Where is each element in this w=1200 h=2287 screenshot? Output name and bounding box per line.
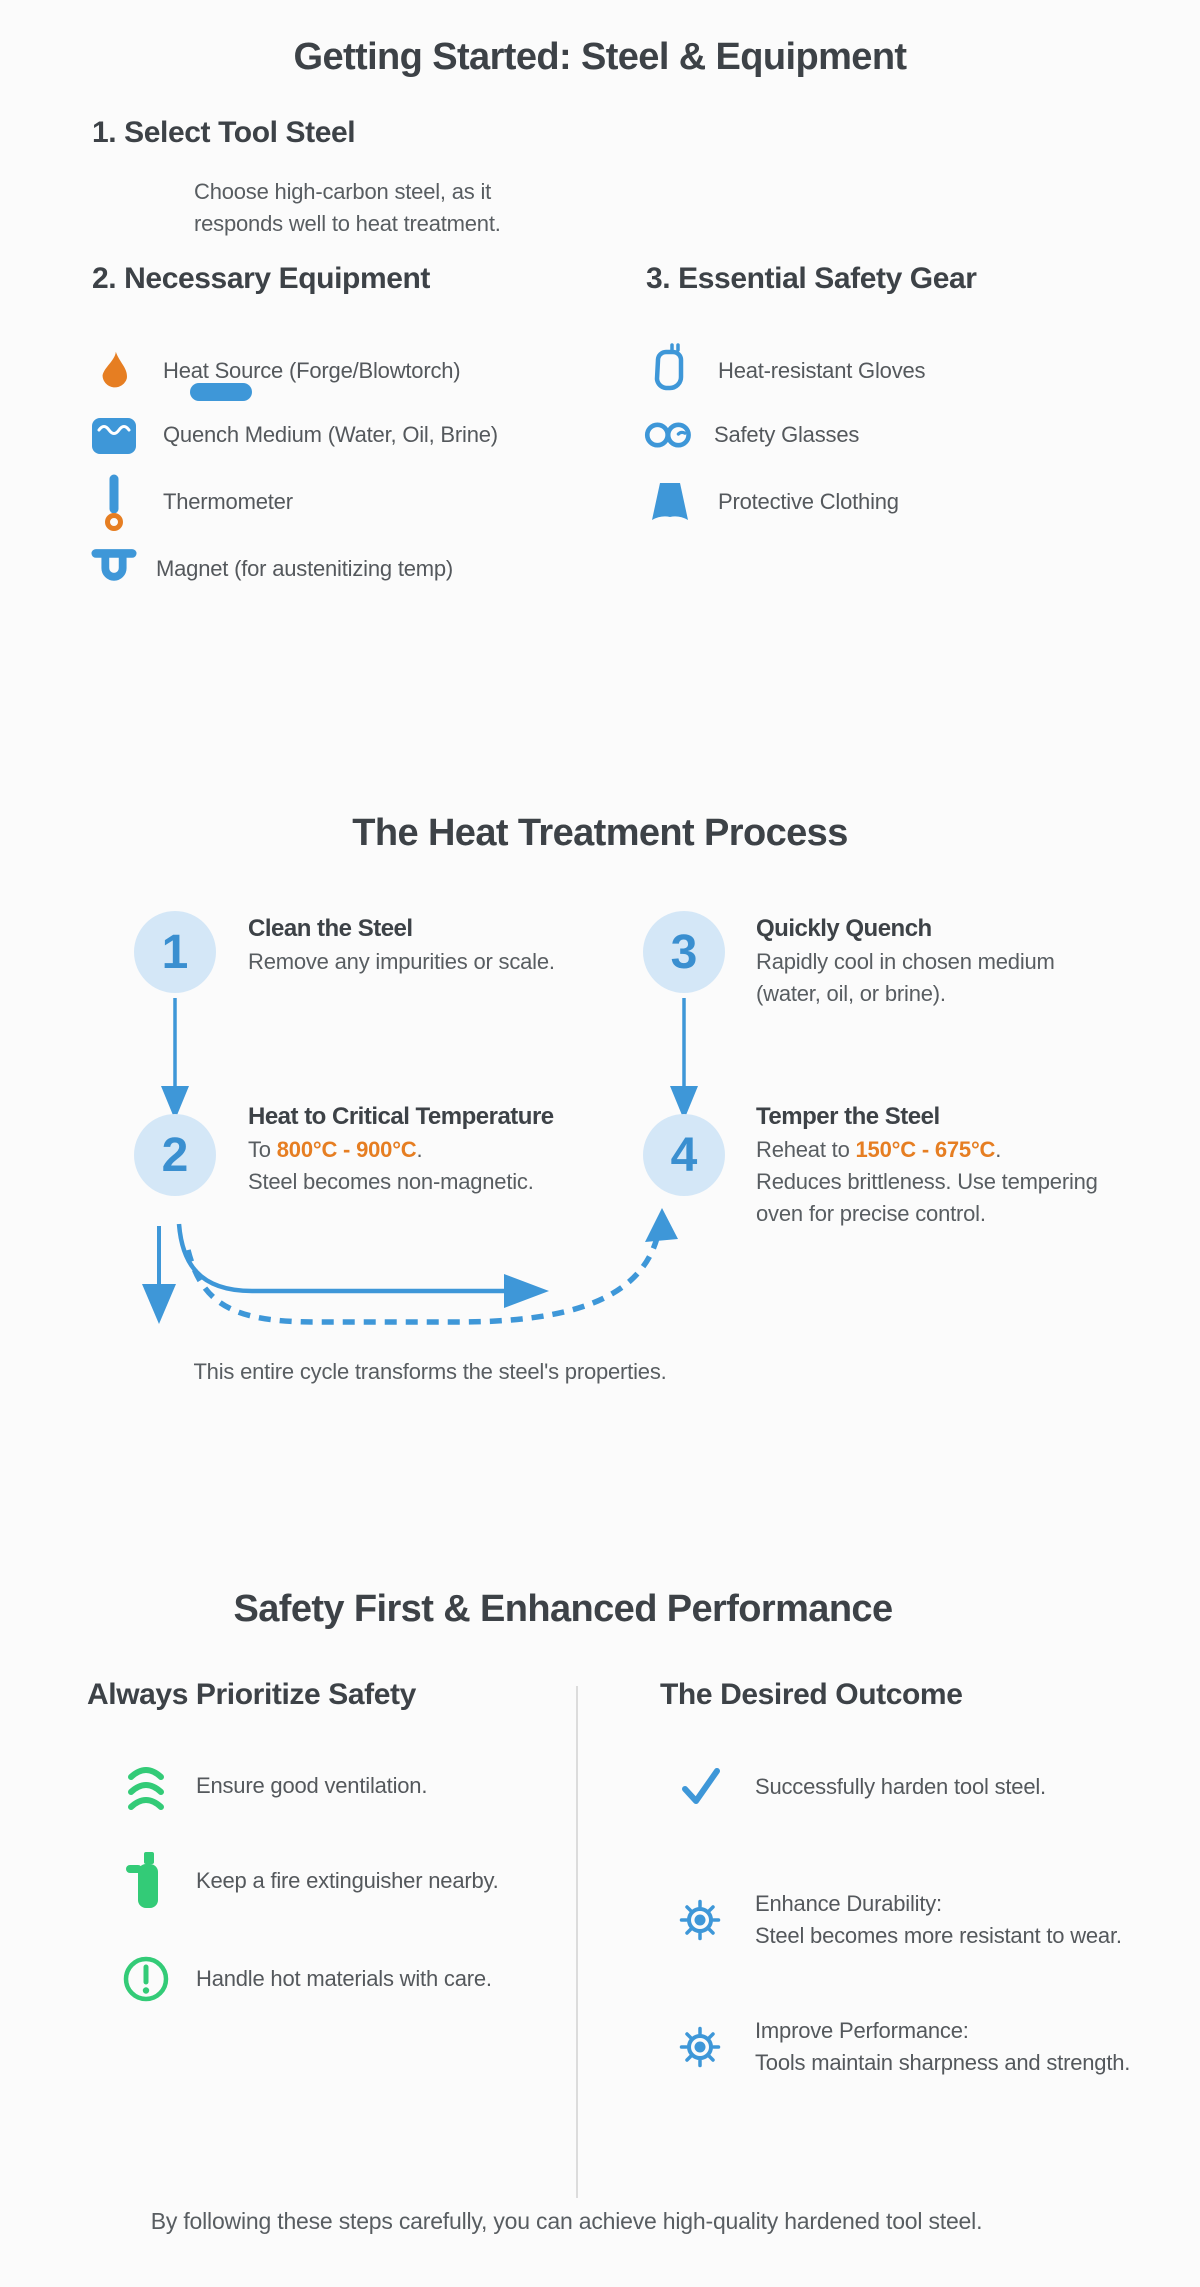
step-number: 4 bbox=[670, 1128, 698, 1182]
step-text-4: Temper the Steel Reheat to 150°C - 675°C… bbox=[756, 1100, 1098, 1230]
temp-range: 800°C - 900°C bbox=[276, 1137, 417, 1162]
target-icon bbox=[676, 1896, 724, 1944]
step-text-2: Heat to Critical Temperature To 800°C - … bbox=[248, 1100, 554, 1198]
step-title: Clean the Steel bbox=[248, 915, 413, 942]
safety-gear-row: Safety Glasses bbox=[644, 409, 859, 461]
outcome-label: Successfully harden tool steel. bbox=[755, 1774, 1046, 1799]
select-steel-line: Choose high-carbon steel, as it bbox=[194, 179, 492, 204]
magnet-icon bbox=[88, 544, 140, 594]
step-number: 2 bbox=[161, 1128, 189, 1182]
safety-gear-label: Heat-resistant Gloves bbox=[718, 358, 926, 383]
step-title: Quickly Quench bbox=[756, 915, 932, 942]
step-temp-line: Reheat to 150°C - 675°C. bbox=[756, 1137, 1002, 1162]
step-title: Heat to Critical Temperature bbox=[248, 1103, 554, 1130]
process-caption: This entire cycle transforms the steel's… bbox=[193, 1359, 667, 1384]
select-steel-heading: 1. Select Tool Steel bbox=[92, 116, 356, 149]
safety-gear-row: Heat-resistant Gloves bbox=[644, 342, 926, 400]
safety-tip-row: Ensure good ventilation. bbox=[120, 1760, 427, 1812]
outcome-line: Improve Performance: bbox=[755, 2018, 969, 2043]
safety-gear-label: Safety Glasses bbox=[714, 422, 860, 447]
equipment-row: Quench Medium (Water, Oil, Brine) bbox=[88, 409, 498, 461]
safety-tip-row: Keep a fire extinguisher nearby. bbox=[120, 1848, 499, 1914]
equipment-row: Thermometer bbox=[88, 473, 293, 531]
step-number: 3 bbox=[670, 925, 698, 979]
outcome-line: Tools maintain sharpness and strength. bbox=[755, 2050, 1131, 2075]
step-line: Steel becomes non-magnetic. bbox=[248, 1169, 534, 1194]
glove-icon bbox=[644, 342, 696, 400]
equipment-heading: 2. Necessary Equipment bbox=[92, 262, 431, 295]
outcome-row: Enhance Durability: Steel becomes more r… bbox=[676, 1886, 1122, 1954]
column-divider bbox=[576, 1686, 578, 2198]
check-icon bbox=[676, 1763, 724, 1811]
equipment-row: Heat Source (Forge/Blowtorch) bbox=[88, 345, 461, 397]
step-circle-1: 1 bbox=[134, 911, 216, 993]
process-title: The Heat Treatment Process bbox=[352, 812, 848, 854]
equipment-label: Quench Medium (Water, Oil, Brine) bbox=[163, 422, 498, 447]
step-line: Rapidly cool in chosen medium bbox=[756, 949, 1055, 974]
select-steel-paragraph: Choose high-carbon steel, as it responds… bbox=[194, 176, 501, 240]
outcome-label: Enhance Durability: Steel becomes more r… bbox=[755, 1888, 1122, 1952]
step-text-3: Quickly Quench Rapidly cool in chosen me… bbox=[756, 912, 1055, 1010]
step-line: oven for precise control. bbox=[756, 1201, 986, 1226]
step-temp-line: To 800°C - 900°C. bbox=[248, 1137, 423, 1162]
prioritize-safety-heading: Always Prioritize Safety bbox=[87, 1678, 416, 1711]
safety-gear-label: Protective Clothing bbox=[718, 489, 899, 514]
blue-pill bbox=[190, 383, 252, 401]
step-line: Reduces brittleness. Use tempering bbox=[756, 1169, 1098, 1194]
quench-icon bbox=[88, 413, 140, 457]
warning-icon bbox=[120, 1954, 172, 2004]
step-circle-4: 4 bbox=[643, 1114, 725, 1196]
ventilation-icon bbox=[120, 1761, 172, 1811]
outcome-label: Improve Performance: Tools maintain shar… bbox=[755, 2015, 1130, 2079]
step-circle-3: 3 bbox=[643, 911, 725, 993]
page-title: Getting Started: Steel & Equipment bbox=[293, 36, 908, 78]
safety-tip-label: Ensure good ventilation. bbox=[196, 1773, 428, 1798]
equipment-label: Magnet (for austenitizing temp) bbox=[156, 556, 454, 581]
safety-gear-heading: 3. Essential Safety Gear bbox=[646, 262, 977, 295]
flame-icon bbox=[88, 347, 140, 395]
outcome-row: Improve Performance: Tools maintain shar… bbox=[676, 2013, 1130, 2081]
equipment-row: Magnet (for austenitizing temp) bbox=[88, 543, 453, 595]
equipment-label: Thermometer bbox=[163, 489, 293, 514]
glasses-icon bbox=[644, 417, 696, 453]
outcome-row: Successfully harden tool steel. bbox=[676, 1763, 1046, 1811]
thermometer-icon bbox=[88, 473, 140, 531]
step-text-1: Clean the Steel Remove any impurities or… bbox=[248, 912, 555, 978]
target-icon bbox=[676, 2023, 724, 2071]
safety-tip-row: Handle hot materials with care. bbox=[120, 1953, 492, 2005]
step-line: (water, oil, or brine). bbox=[756, 981, 946, 1006]
step-number: 1 bbox=[161, 925, 189, 979]
desired-outcome-heading: The Desired Outcome bbox=[660, 1678, 963, 1711]
outcome-line: Enhance Durability: bbox=[755, 1891, 942, 1916]
step-title: Temper the Steel bbox=[756, 1103, 940, 1130]
select-steel-line: responds well to heat treatment. bbox=[194, 211, 501, 236]
safety-tip-label: Keep a fire extinguisher nearby. bbox=[196, 1868, 499, 1893]
temp-range: 150°C - 675°C bbox=[855, 1137, 996, 1162]
footer-text: By following these steps carefully, you … bbox=[150, 2208, 983, 2234]
safety-gear-row: Protective Clothing bbox=[644, 476, 899, 528]
equipment-label: Heat Source (Forge/Blowtorch) bbox=[163, 358, 461, 383]
step-line: Remove any impurities or scale. bbox=[248, 949, 555, 974]
safety-performance-title: Safety First & Enhanced Performance bbox=[233, 1588, 894, 1630]
clothing-icon bbox=[644, 479, 696, 525]
outcome-line: Steel becomes more resistant to wear. bbox=[755, 1923, 1122, 1948]
safety-tip-label: Handle hot materials with care. bbox=[196, 1966, 492, 1991]
fire-extinguisher-icon bbox=[120, 1850, 172, 1912]
step-circle-2: 2 bbox=[134, 1114, 216, 1196]
